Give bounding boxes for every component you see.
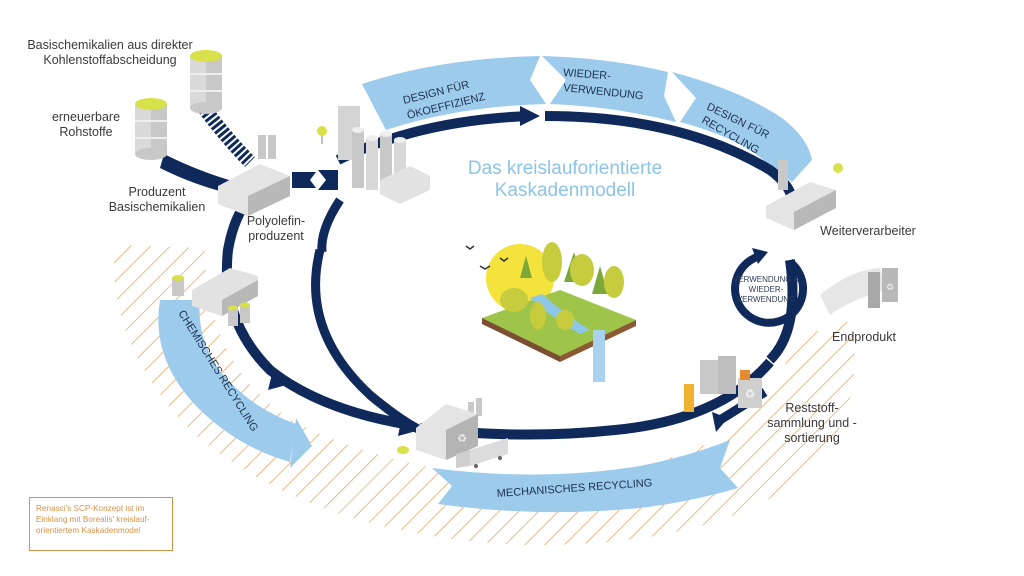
barrel-renewable-icon [135,98,167,160]
title-line-2: Kaskadenmodell [494,180,636,201]
truck-icon [456,438,508,468]
label-reuse-1: WIEDER- [563,67,612,82]
label-line: Basischemikalien aus direkter [27,38,193,52]
chemical-recycling-plant-icon [172,268,258,326]
label-feedstock-capture: Basischemikalien aus direkter Kohlenstof… [10,38,210,68]
label-line: WIEDER- [748,285,784,294]
label-line: sammlung und - [767,416,857,430]
arrow-chemical-recycling [158,300,312,468]
label-line: Produzent [128,185,186,199]
label-polyolefin-producer: Polyolefin- produzent [236,214,316,244]
label-converter: Weiterverarbeiter [816,224,920,239]
label-line: Reststoff- [785,401,839,415]
arrow-reuse [542,56,676,122]
label-waste-collection: Reststoff- sammlung und - sortierung [762,401,862,446]
barrel-capture-icon [190,50,222,114]
converter-factory-icon [766,160,843,230]
label-renewable: erneuerbare Rohstoffe [36,110,136,140]
loop-arrowhead [752,248,768,264]
arrow-design-eco [362,56,546,130]
label-line: Rohstoffe [59,125,113,139]
label-line: erneuerbare [51,110,121,124]
label-line: Weiterverarbeiter [820,224,916,238]
label-line: Basischemikalien [108,200,206,214]
use-reuse-loop [731,252,807,327]
arrow-design-recycling [672,72,812,182]
feedstock-arrow-capture [198,103,255,167]
note-line: Renasci's SCP-Konzept ist im [36,504,145,513]
base-chemicals-factory-icon [218,135,290,216]
label-line: produzent [248,229,304,243]
arrow-mechanical-recycling [432,440,738,513]
end-product-icon: ♻ [820,268,898,315]
label-base-chem-producer: Produzent Basischemikalien [100,185,214,215]
svg-text:♻: ♻ [886,282,894,292]
svg-text:♻: ♻ [745,387,756,401]
feedstock-arrow-renewable [160,154,236,194]
note-line: Einklang mit Borealis' kreislauf- [36,515,150,524]
label-line: VERWENDUNG & [732,275,800,284]
title-line-1: Das kreislauforientierte [467,158,663,179]
label-line: Polyolefin- [246,214,306,228]
label-line: Endprodukt [832,330,896,344]
label-end-product: Endprodukt [822,330,906,345]
diagram-title: Das kreislauforientierte Kaskadenmodell [440,158,690,202]
label-line: Kohlenstoffabscheidung [43,53,177,67]
label-line: sortierung [784,431,840,445]
mechanical-recycling-plant-icon: ♻ [397,398,482,460]
note-line: orientiertem Kaskadenmodel [36,526,141,535]
ring-arrowheads [268,106,728,436]
concept-note-box: Renasci's SCP-Konzept ist im Einklang mi… [29,497,173,551]
connector-arrow [292,170,338,190]
svg-text:♻: ♻ [457,433,467,445]
waste-bins-icon: ♻ [684,356,762,412]
label-use-reuse-loop: VERWENDUNG & WIEDER- VERWENDUNG [728,275,804,305]
label-line: VERWENDUNG [736,295,796,304]
landscape-illustration [465,242,636,382]
polyolefin-plant-icon [317,106,430,204]
